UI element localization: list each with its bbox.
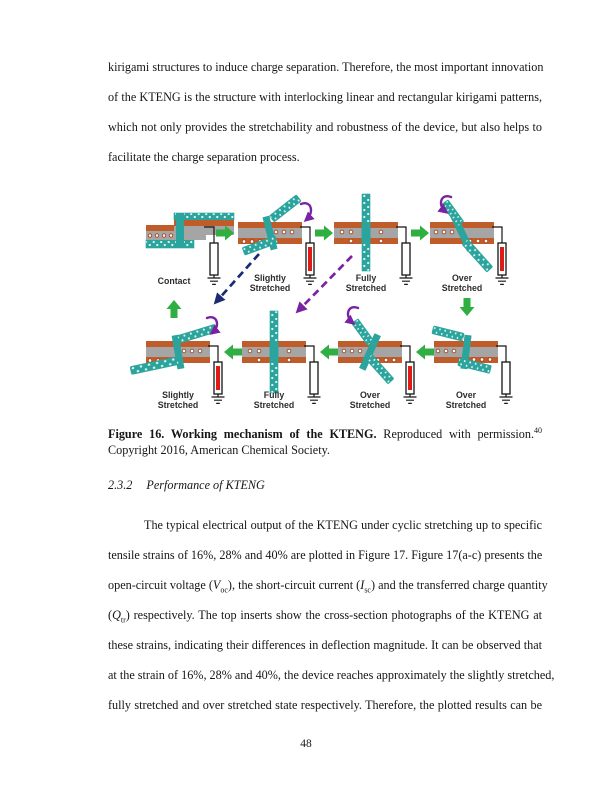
panel-over-stretched-top bbox=[430, 195, 510, 286]
reference-superscript: 40 bbox=[534, 425, 542, 435]
paragraph-line: these strains, indicating their differen… bbox=[108, 638, 542, 652]
paragraph-line: tensile strains of 16%, 28% and 40% are … bbox=[108, 548, 543, 562]
state-label: Contact bbox=[158, 276, 191, 286]
rotation-arrow bbox=[205, 316, 221, 335]
paragraph-line: at the strain of 16%, 28% and 40%, the d… bbox=[108, 668, 555, 682]
caption-line: Copyright 2016, American Chemical Societ… bbox=[108, 443, 330, 457]
paragraph-line: The typical electrical output of the KTE… bbox=[144, 518, 542, 532]
arrow-up-icon bbox=[166, 300, 182, 318]
state-label: Stretched bbox=[250, 283, 291, 293]
load-resistor bbox=[399, 345, 418, 405]
symbol-qtr: Q bbox=[112, 608, 121, 622]
paragraph-line: kirigami structures to induce charge sep… bbox=[108, 60, 544, 74]
section-heading: 2.3.2 Performance of KTENG bbox=[108, 478, 542, 493]
symbol-isc: I bbox=[360, 578, 365, 592]
panel-over-stretched-bottom-right bbox=[431, 325, 514, 405]
panel-fully-stretched-bottom bbox=[242, 310, 322, 405]
load-resistor bbox=[395, 226, 414, 286]
figure-16-diagram: Contact Slightly Stretched Fully Stretch… bbox=[112, 192, 540, 424]
state-label: Over bbox=[456, 390, 477, 400]
page-number: 48 bbox=[300, 738, 312, 750]
kirigami-connector bbox=[176, 213, 184, 248]
paragraph-line: open-circuit voltage (Voc), the short-ci… bbox=[108, 578, 548, 595]
state-label: Fully bbox=[264, 390, 285, 400]
state-label: Fully bbox=[356, 273, 377, 283]
state-label: Over bbox=[452, 273, 473, 283]
state-label: Slightly bbox=[162, 390, 194, 400]
symbol-voc: V bbox=[212, 578, 221, 592]
load-resistor bbox=[299, 226, 318, 286]
kirigami-flap bbox=[431, 325, 465, 342]
arrow-left-icon bbox=[224, 344, 242, 360]
paragraph-line: facilitate the charge separation process… bbox=[108, 150, 300, 164]
kirigami-connector bbox=[171, 334, 185, 370]
arrow-right-icon bbox=[315, 225, 333, 241]
rotation-arrow bbox=[299, 202, 315, 223]
figure-caption: Figure 16. Working mechanism of the KTEN… bbox=[108, 426, 542, 458]
dashed-arrow-purple bbox=[295, 255, 353, 314]
load-resistor bbox=[207, 345, 226, 405]
arrow-left-icon bbox=[320, 344, 338, 360]
kirigami-connector bbox=[361, 223, 371, 243]
kirigami-connector bbox=[359, 333, 381, 371]
state-label: Stretched bbox=[350, 400, 391, 410]
state-label: Stretched bbox=[158, 400, 199, 410]
caption-bold-text: Figure 16. Working mechanism of the KTEN… bbox=[108, 427, 377, 441]
section-title: Performance of KTENG bbox=[146, 478, 265, 492]
panel-slightly-stretched-top bbox=[238, 194, 318, 286]
dashed-arrow-navy bbox=[213, 253, 261, 305]
arrow-right-icon bbox=[411, 225, 429, 241]
arrow-down-icon bbox=[459, 298, 475, 316]
panel-slightly-stretched-bottom bbox=[129, 316, 226, 405]
kirigami-flap bbox=[269, 194, 302, 223]
load-resistor bbox=[491, 226, 510, 286]
state-label: Stretched bbox=[442, 283, 483, 293]
paragraph-bottom: The typical electrical output of the KTE… bbox=[108, 510, 555, 720]
paragraph-line: which not only provides the stretchabili… bbox=[108, 120, 542, 134]
paragraph-top: kirigami structures to induce charge sep… bbox=[108, 52, 544, 172]
paragraph-line: of the KTENG is the structure with inter… bbox=[108, 90, 542, 104]
caption-text: Reproduced with permission. bbox=[376, 427, 534, 441]
kirigami-connector bbox=[269, 342, 279, 362]
panel-fully-stretched-top bbox=[334, 193, 414, 286]
kirigami-film bbox=[145, 239, 195, 249]
state-label: Over bbox=[360, 390, 381, 400]
load-resistor bbox=[303, 345, 322, 405]
rotation-arrow bbox=[437, 195, 453, 214]
panel-contact bbox=[145, 212, 235, 286]
rotation-arrow bbox=[344, 306, 360, 325]
section-number: 2.3.2 bbox=[108, 478, 133, 492]
paragraph-line: (Qtr) respectively. The top inserts show… bbox=[108, 608, 542, 625]
state-label: Stretched bbox=[346, 283, 387, 293]
panel-over-stretched-bottom bbox=[338, 306, 418, 405]
arrow-left-icon bbox=[416, 344, 434, 360]
state-label: Stretched bbox=[254, 400, 295, 410]
state-label: Stretched bbox=[446, 400, 487, 410]
paragraph-line: fully stretched and over stretched state… bbox=[108, 698, 542, 712]
kteng-mechanism-figure: Contact Slightly Stretched Fully Stretch… bbox=[129, 193, 514, 410]
kirigami-flap bbox=[461, 238, 494, 273]
state-label: Slightly bbox=[254, 273, 286, 283]
load-resistor bbox=[495, 345, 514, 405]
caption-line: Figure 16. Working mechanism of the KTEN… bbox=[108, 426, 542, 442]
